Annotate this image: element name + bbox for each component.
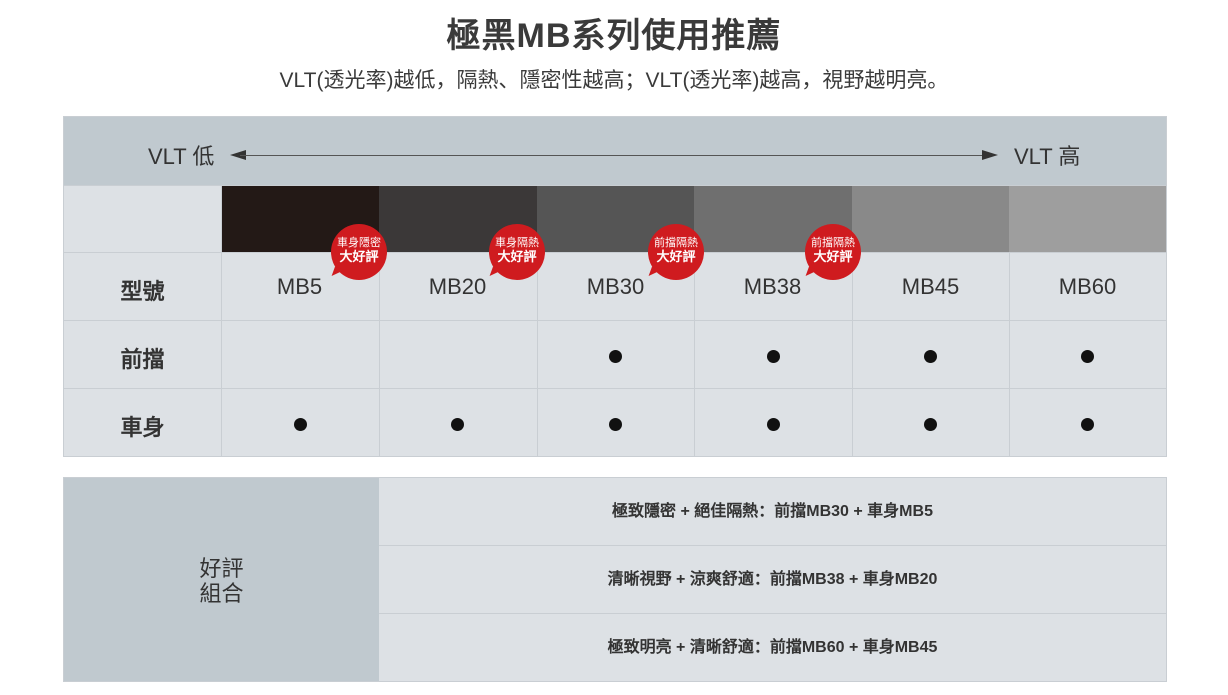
combo-row: 清晰視野 + 涼爽舒適：前擋MB38 + 車身MB20	[607, 571, 938, 588]
scale-line	[240, 155, 988, 156]
tint-swatch-mb60	[1009, 185, 1166, 252]
badge-line1: 車身隱密	[337, 237, 381, 249]
model-name: MB45	[901, 274, 960, 299]
grid-divider	[379, 613, 1166, 614]
recommend-badge: 前擋隔熱 大好評	[648, 224, 704, 280]
badge-line2: 大好評	[656, 249, 696, 264]
front-mark-dot	[767, 350, 780, 363]
grid-divider	[64, 185, 1166, 186]
grid-divider	[64, 320, 1166, 321]
model-name: MB5	[276, 274, 323, 299]
model-name: MB38	[743, 274, 802, 299]
combo-header-line2: 組合	[199, 581, 244, 606]
arrow-left-icon	[230, 150, 246, 160]
badge-line2: 大好評	[497, 249, 537, 264]
grid-divider	[1009, 252, 1010, 457]
arrow-right-icon	[982, 150, 998, 160]
body-mark-dot	[924, 418, 937, 431]
combo-row: 極致隱密 + 絕佳隔熱：前擋MB30 + 車身MB5	[612, 503, 933, 520]
badge-line2: 大好評	[813, 249, 853, 264]
page-title: 極黑MB系列使用推薦	[446, 17, 782, 55]
row-label-front: 前擋	[120, 347, 165, 372]
page-subtitle: VLT(透光率)越低，隔熱、隱密性越高；VLT(透光率)越高，視野越明亮。	[279, 69, 949, 92]
combo-header-line1: 好評	[199, 556, 244, 581]
combo-row: 極致明亮 + 清晰舒適：前擋MB60 + 車身MB45	[607, 639, 938, 656]
recommend-badge: 車身隱密 大好評	[331, 224, 387, 280]
recommend-badge: 車身隔熱 大好評	[489, 224, 545, 280]
grid-divider	[64, 252, 1166, 253]
body-mark-dot	[451, 418, 464, 431]
body-mark-dot	[294, 418, 307, 431]
grid-divider	[537, 252, 538, 457]
grid-divider	[694, 252, 695, 457]
front-mark-dot	[924, 350, 937, 363]
body-mark-dot	[767, 418, 780, 431]
grid-divider	[852, 252, 853, 457]
grid-divider	[379, 545, 1166, 546]
recommended-combos-table: 好評 組合 極致隱密 + 絕佳隔熱：前擋MB30 + 車身MB5 清晰視野 + …	[63, 477, 1167, 682]
front-mark-dot	[609, 350, 622, 363]
grid-divider	[221, 185, 222, 457]
vlt-scale-bar: VLT 低 VLT 高	[64, 117, 1166, 185]
body-mark-dot	[609, 418, 622, 431]
front-mark-dot	[1081, 350, 1094, 363]
model-name: MB30	[586, 274, 645, 299]
row-label-model: 型號	[120, 279, 165, 304]
badge-line1: 前擋隔熱	[811, 237, 855, 249]
vlt-high-label: VLT 高	[1014, 144, 1081, 169]
grid-divider	[379, 252, 380, 457]
combo-header-label: 好評 組合	[64, 556, 379, 606]
vlt-comparison-table: VLT 低 VLT 高 型號 前擋 車身 MB5 MB20 MB30 MB38 …	[63, 116, 1167, 457]
vlt-low-label: VLT 低	[148, 144, 215, 169]
tint-swatch-mb45	[852, 185, 1009, 252]
model-name: MB60	[1058, 274, 1117, 299]
recommend-badge: 前擋隔熱 大好評	[805, 224, 861, 280]
badge-line1: 車身隔熱	[495, 237, 539, 249]
model-name: MB20	[428, 274, 487, 299]
badge-line2: 大好評	[339, 249, 379, 264]
row-label-body: 車身	[120, 415, 165, 440]
grid-divider	[64, 388, 1166, 389]
badge-line1: 前擋隔熱	[654, 237, 698, 249]
body-mark-dot	[1081, 418, 1094, 431]
combo-header-cell: 好評 組合	[64, 478, 379, 681]
